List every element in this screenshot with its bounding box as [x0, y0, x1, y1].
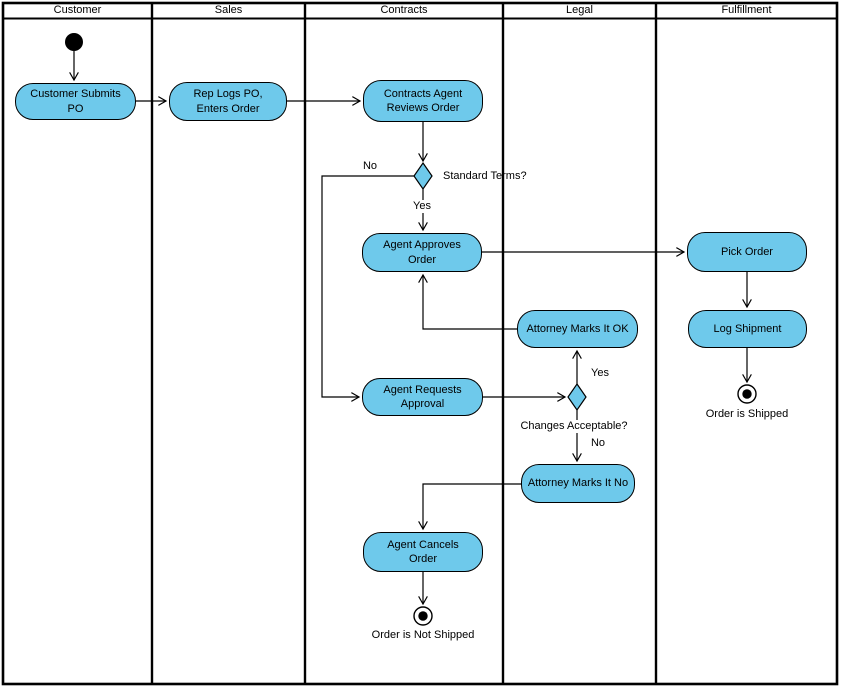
initial-node	[65, 33, 83, 51]
edge-label-standard-terms-no: No	[355, 160, 385, 173]
lane-header-sales: Sales	[152, 3, 305, 18]
final-node-shipped	[737, 384, 757, 404]
edge-label-standard-terms-yes: Yes	[407, 200, 437, 213]
lane-header-contracts: Contracts	[305, 3, 503, 18]
final-node-not-shipped	[413, 606, 433, 626]
lane-header-legal: Legal	[503, 3, 656, 18]
lane-label: Customer	[53, 4, 102, 16]
decision-changes-acceptable	[567, 382, 587, 412]
label-order-is-not-shipped: Order is Not Shipped	[371, 629, 475, 641]
activity-contracts-agent-reviews: Contracts Agent Reviews Order	[363, 80, 483, 122]
decision-standard-terms	[413, 161, 433, 191]
activity-attorney-marks-no: Attorney Marks It No	[521, 464, 635, 503]
activity-agent-cancels: Agent Cancels Order	[363, 532, 483, 572]
lane-label: Fulfillment	[721, 4, 772, 16]
lane-label: Legal	[566, 4, 593, 16]
lane-header-customer: Customer	[3, 3, 152, 18]
decision-label-changes-acceptable: Changes Acceptable?	[504, 420, 644, 433]
edge-attorney-ok-to-approves	[418, 273, 517, 330]
activity-log-shipment: Log Shipment	[688, 310, 807, 348]
edge-attorney-no-to-cancels	[418, 483, 521, 531]
edge-label-changes-no: No	[583, 437, 613, 450]
lane-label: Contracts	[380, 4, 428, 16]
activity-rep-logs-po: Rep Logs PO, Enters Order	[169, 82, 287, 121]
label-order-is-shipped: Order is Shipped	[705, 408, 789, 420]
activity-pick-order: Pick Order	[687, 232, 807, 272]
activity-agent-requests-approval: Agent Requests Approval	[362, 378, 483, 416]
activity-customer-submits-po: Customer Submits PO	[15, 83, 136, 120]
activity-agent-approves: Agent Approves Order	[362, 233, 482, 272]
edge-standard-terms-no-to-requests-approval	[321, 175, 414, 402]
activity-attorney-marks-ok: Attorney Marks It OK	[517, 310, 638, 348]
decision-label-standard-terms: Standard Terms?	[443, 170, 527, 182]
lane-header-fulfillment: Fulfillment	[656, 3, 837, 18]
lane-label: Sales	[214, 4, 243, 16]
edge-label-changes-yes: Yes	[585, 367, 615, 380]
